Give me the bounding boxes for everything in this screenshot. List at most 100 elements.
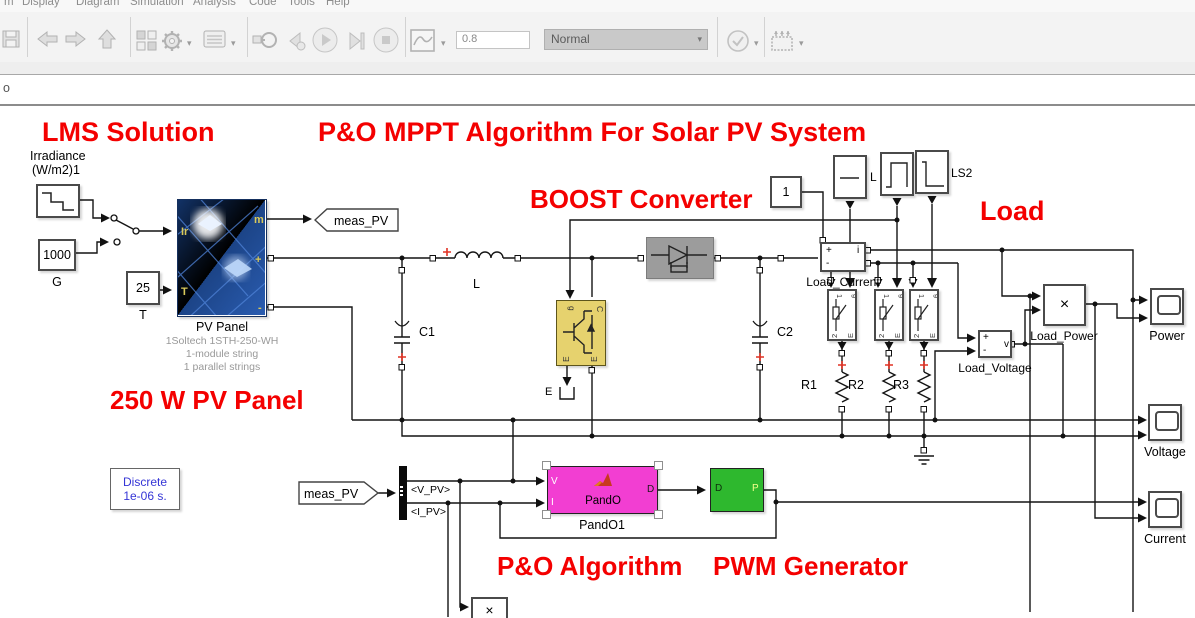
step-back-icon[interactable] <box>284 29 310 55</box>
step-waveform-icon <box>42 192 74 211</box>
update-model-icon[interactable] <box>252 30 278 56</box>
toolbar-separator <box>247 17 248 57</box>
menu-item-analysis[interactable]: Analysis <box>193 0 236 8</box>
save-icon[interactable] <box>2 30 28 56</box>
bus-ipv-label: <I_PV> <box>411 506 447 518</box>
menu-item-simulation[interactable]: Simulation <box>130 0 184 8</box>
step-forward-icon[interactable] <box>344 29 370 55</box>
annotation-lms[interactable]: LMS Solution <box>42 117 215 147</box>
igbt-block[interactable]: g C E E <box>556 300 606 366</box>
svg-text:g: g <box>851 294 855 298</box>
pv-panel-block[interactable]: Ir T m + - <box>167 191 279 325</box>
svg-text:E: E <box>561 356 571 362</box>
pando-block[interactable]: V I D PandO <box>547 466 658 514</box>
breaker-block-2[interactable]: 1 g 2 E <box>874 289 907 341</box>
back-icon[interactable] <box>36 30 62 56</box>
selection-handle[interactable] <box>542 461 551 470</box>
c1-label: C1 <box>419 325 435 339</box>
load-current-plus: + <box>826 245 832 256</box>
selection-handle[interactable] <box>654 461 663 470</box>
annotation-title[interactable]: P&O MPPT Algorithm For Solar PV System <box>318 117 867 147</box>
svg-text:1: 1 <box>835 294 844 298</box>
toolbar-lower-strip <box>0 62 1195 75</box>
constant-t-block[interactable]: 25 <box>126 271 160 305</box>
svg-text:g: g <box>567 306 577 311</box>
scope-current-label: Current <box>1144 532 1186 546</box>
constant-g-block[interactable]: 1000 <box>38 239 76 271</box>
menu-item-display[interactable]: Display <box>22 0 60 8</box>
breaker-block-3[interactable]: 1 g 2 E <box>909 289 942 341</box>
selection-handle[interactable] <box>542 510 551 519</box>
annotation-po[interactable]: P&O Algorithm <box>497 551 683 581</box>
from-tag-meas-pv[interactable]: meas_PV <box>298 481 380 506</box>
library-browser-icon[interactable] <box>136 30 162 56</box>
product-block[interactable]: × <box>471 597 508 618</box>
irradiance-label-line2: (W/m2)1 <box>32 163 80 177</box>
schedule-dropdown-caret[interactable]: ▾ <box>799 38 804 48</box>
toolbar-separator <box>130 17 131 57</box>
selection-handle[interactable] <box>654 510 663 519</box>
bus-selector-block[interactable] <box>399 466 407 520</box>
svg-text:1: 1 <box>917 294 926 298</box>
simulation-display-icon[interactable] <box>410 29 436 55</box>
load-power-block[interactable]: × <box>1043 284 1086 326</box>
load-current-minus: - <box>826 258 830 269</box>
annotation-pv250[interactable]: 250 W PV Panel <box>110 385 304 415</box>
gear-dropdown-caret[interactable]: ▾ <box>187 38 192 48</box>
annotation-boost[interactable]: BOOST Converter <box>530 184 753 214</box>
breaker-art: 1 g 2 E <box>912 294 942 338</box>
step-block-ls1[interactable] <box>880 152 914 196</box>
step-ls1-waveform-icon <box>886 162 908 188</box>
annotation-pwm[interactable]: PWM Generator <box>713 551 909 581</box>
up-icon[interactable] <box>97 28 123 54</box>
svg-text:g: g <box>933 294 937 298</box>
settings-gear-icon[interactable] <box>160 29 186 55</box>
breaker-art: 1 g 2 E <box>877 294 907 338</box>
scope-current[interactable] <box>1148 491 1182 528</box>
display-dropdown-caret[interactable]: ▾ <box>441 38 446 48</box>
menu-item-tools[interactable]: Tools <box>288 0 315 8</box>
pwm-port-p: P <box>752 483 759 494</box>
constant-one-block[interactable]: 1 <box>770 176 802 208</box>
bus-selector-stripe <box>400 490 403 492</box>
scope-screen-icon <box>1155 498 1179 518</box>
scope-voltage[interactable] <box>1148 404 1182 441</box>
model-advisor-check-icon[interactable] <box>726 29 752 55</box>
sim-stop-time-field[interactable]: 0.8 <box>456 31 530 49</box>
pwm-generator-block[interactable]: D P <box>710 468 764 512</box>
svg-text:1: 1 <box>882 294 891 298</box>
pv-panel-label: PV Panel <box>195 320 249 334</box>
powergui-block[interactable]: Discrete 1e-06 s. <box>110 468 180 510</box>
irradiance-step-block[interactable] <box>36 184 80 218</box>
pv-panel-sub2: 1-module string <box>185 348 259 360</box>
settings-dropdown-caret[interactable]: ▾ <box>231 38 236 48</box>
scope-power[interactable] <box>1150 288 1184 325</box>
goto-tag-meas-pv[interactable]: meas_PV <box>314 208 400 233</box>
igbt-art: g C E E <box>561 306 605 362</box>
breaker-block-1[interactable]: 1 g 2 E <box>827 289 860 341</box>
svg-text:meas_PV: meas_PV <box>334 214 389 228</box>
schedule-editor-icon[interactable] <box>770 29 796 55</box>
annotation-load[interactable]: Load <box>980 196 1045 226</box>
svg-text:E: E <box>846 333 855 338</box>
breadcrumb-text[interactable]: o <box>3 81 10 95</box>
sim-mode-dropdown[interactable]: Normal ▾ <box>544 29 708 50</box>
svg-text:E: E <box>928 333 937 338</box>
menu-item-partial[interactable]: m <box>4 0 14 8</box>
check-dropdown-caret[interactable]: ▾ <box>754 38 759 48</box>
step-block-ls2[interactable] <box>915 150 949 194</box>
load-current-i: i <box>857 245 860 256</box>
breadcrumb-bar[interactable]: o <box>0 75 1195 106</box>
menu-item-diagram[interactable]: Diagram <box>76 0 120 8</box>
model-settings-icon[interactable] <box>203 30 229 56</box>
forward-icon[interactable] <box>63 30 89 56</box>
load-voltage-block[interactable]: + - v <box>978 330 1012 358</box>
run-icon[interactable] <box>312 27 338 53</box>
diode-block[interactable] <box>646 237 714 279</box>
stop-icon[interactable] <box>373 27 399 53</box>
menu-item-code[interactable]: Code <box>249 0 277 8</box>
step-block-l[interactable] <box>833 155 867 199</box>
load-current-block[interactable]: + - i <box>820 242 866 272</box>
menu-item-help[interactable]: Help <box>326 0 350 8</box>
